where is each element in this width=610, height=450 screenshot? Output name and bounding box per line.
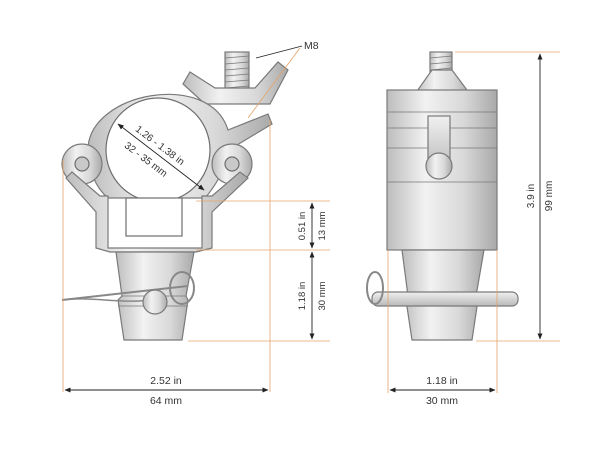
side-bolt-ball <box>425 152 453 180</box>
side-view <box>366 51 560 393</box>
clamp-body <box>65 171 249 253</box>
front-extension-lines <box>62 47 330 392</box>
label-depth-inch: 1.18 in <box>426 375 458 387</box>
body-window <box>125 197 183 237</box>
tube-diameter-line <box>117 123 205 191</box>
front-view <box>61 45 330 393</box>
label-height-inch: 3.9 in <box>526 184 537 208</box>
wing-nut <box>182 61 289 105</box>
side-pin <box>371 291 519 307</box>
m8-leader <box>255 45 303 59</box>
label-gap-inch: 0.51 in <box>297 212 308 241</box>
label-gap-mm: 13 mm <box>317 211 328 240</box>
label-depth-mm: 30 mm <box>426 395 458 407</box>
label-width-inch: 2.52 in <box>150 375 182 387</box>
label-spigot-inch: 1.18 in <box>297 282 308 311</box>
label-width-mm: 64 mm <box>150 395 182 407</box>
safety-pin <box>61 271 195 315</box>
side-pin-ring <box>366 271 384 305</box>
label-spigot-mm: 30 mm <box>317 281 328 310</box>
label-height-mm: 99 mm <box>544 181 555 212</box>
label-thread: M8 <box>304 40 319 52</box>
side-extension-lines <box>387 51 560 393</box>
